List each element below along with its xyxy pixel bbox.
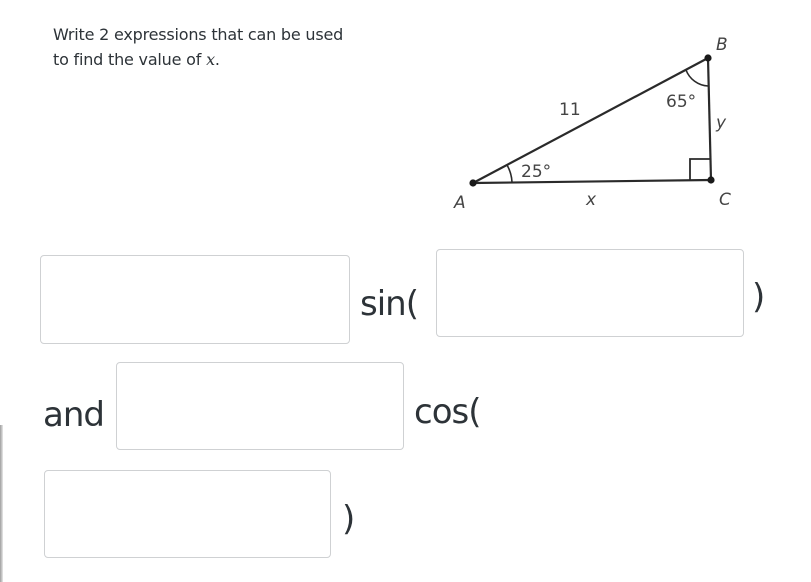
- vertex-dot-c: [707, 176, 715, 184]
- vertex-dot-a: [469, 179, 477, 187]
- vertex-label-a: A: [453, 193, 466, 213]
- sin-coefficient-input[interactable]: [41, 256, 349, 343]
- prompt-text: Write 2 expressions that can be used to …: [53, 25, 344, 69]
- side-ac: [472, 178, 712, 185]
- side-bc: [706, 57, 713, 181]
- angle-b-label: 65°: [666, 92, 696, 112]
- prompt-variable: x: [206, 50, 215, 69]
- prompt-period: .: [214, 50, 220, 69]
- sin-argument-input-box[interactable]: [436, 249, 744, 337]
- and-connector: and: [43, 395, 105, 435]
- side-x-label: x: [585, 190, 597, 210]
- left-edge-divider: [0, 425, 3, 582]
- question-prompt: Write 2 expressions that can be used to …: [53, 22, 353, 72]
- hypotenuse-label: 11: [559, 100, 581, 120]
- triangle-figure: A B C 11 65° 25° x y: [440, 25, 760, 220]
- sin-coefficient-input-box[interactable]: [40, 255, 350, 344]
- cos-coefficient-input-box[interactable]: [116, 362, 404, 450]
- sin-argument-input[interactable]: [437, 250, 743, 336]
- cos-function-label: cos(: [414, 392, 481, 432]
- angle-arc-b: [685, 69, 709, 87]
- cos-argument-input[interactable]: [45, 471, 330, 557]
- vertex-label-b: B: [716, 35, 728, 55]
- cos-close-paren: ): [342, 499, 355, 539]
- angle-a-label: 25°: [521, 162, 551, 182]
- sin-close-paren: ): [752, 277, 765, 317]
- sin-function-label: sin(: [360, 284, 419, 324]
- vertex-label-c: C: [719, 190, 731, 210]
- right-triangle-diagram: A B C 11 65° 25° x y: [453, 35, 731, 213]
- vertex-dot-b: [704, 54, 712, 62]
- right-angle-marker: [689, 158, 710, 180]
- cos-coefficient-input[interactable]: [117, 363, 403, 449]
- cos-argument-input-box[interactable]: [44, 470, 331, 558]
- side-y-label: y: [715, 113, 727, 133]
- side-ab: [472, 57, 709, 184]
- angle-arc-a: [506, 164, 513, 183]
